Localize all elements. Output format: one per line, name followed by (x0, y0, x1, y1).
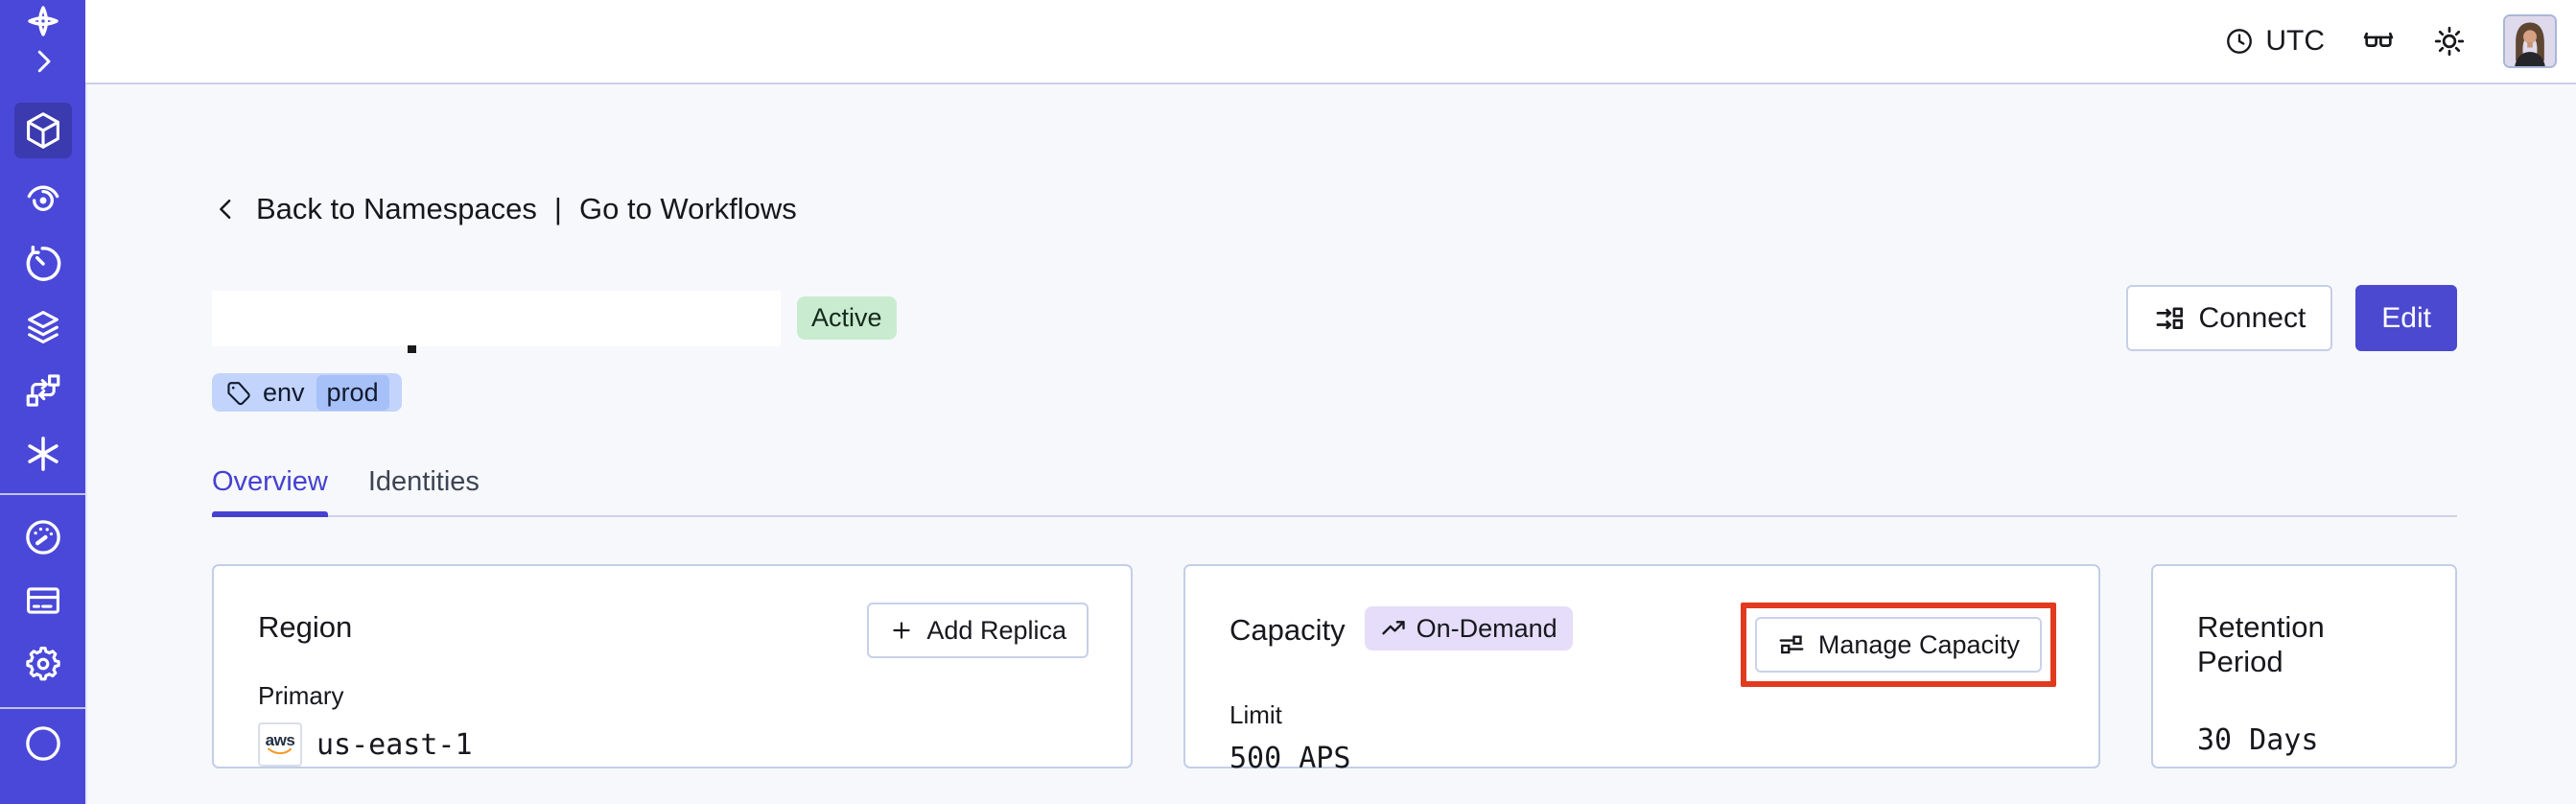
settings-gear-icon (25, 646, 60, 681)
back-to-namespaces-link[interactable]: Back to Namespaces (212, 192, 537, 226)
on-demand-label: On-Demand (1416, 613, 1557, 643)
support-circle-icon (25, 726, 60, 761)
sidebar-item-nexus[interactable] (22, 179, 64, 222)
manage-capacity-label: Manage Capacity (1817, 629, 2020, 659)
namespace-header: Active Connect Edit (212, 285, 2457, 353)
workflows-link-label: Go to Workflows (578, 192, 797, 225)
sidebar-item-settings[interactable] (22, 643, 64, 685)
namespaces-cube-icon (26, 112, 59, 149)
sidebar-item-schedules[interactable] (22, 243, 64, 285)
temporal-logo-icon[interactable] (22, 0, 64, 42)
chevron-left-icon (220, 200, 231, 219)
manage-capacity-button[interactable]: Manage Capacity (1754, 617, 2042, 673)
primary-label: Primary (258, 681, 344, 710)
nexus-spiral-icon (27, 185, 59, 211)
sidebar-item-batch-operations[interactable] (22, 369, 64, 412)
content-area: Back to Namespaces | Go to Workflows Act… (85, 84, 2576, 804)
aws-word: aws (265, 731, 295, 749)
sidebar (0, 0, 85, 804)
timezone-selector[interactable]: UTC (2224, 25, 2325, 58)
sidebar-item-namespaces[interactable] (13, 103, 72, 158)
asterisk-icon (27, 437, 59, 471)
limit-label: Limit (1229, 700, 1282, 729)
glasses-icon (2363, 32, 2394, 47)
capacity-card-title: Capacity (1229, 613, 1346, 647)
edit-button-label: Edit (2381, 301, 2431, 334)
namespace-title-redacted (212, 290, 781, 353)
region-card: Region Add Replica Primary aws (212, 564, 1133, 769)
breadcrumb-separator: | (553, 192, 562, 225)
billing-card-icon (26, 587, 59, 614)
sidebar-item-support[interactable] (22, 722, 64, 765)
retention-value: 30 Days (2197, 723, 2319, 757)
clock-icon (2227, 29, 2253, 54)
sliders-icon (1779, 635, 1804, 654)
usage-gauge-icon (25, 520, 60, 555)
main-column: UTC (85, 0, 2576, 804)
region-card-title: Region (258, 610, 353, 644)
aws-logo-icon: aws (258, 722, 302, 767)
tag-key: env (263, 377, 305, 407)
timezone-label: UTC (2265, 25, 2325, 57)
retention-card-title: Retention Period (2197, 610, 2325, 678)
user-avatar[interactable] (2503, 14, 2557, 68)
sidebar-item-usage[interactable] (22, 516, 64, 558)
sidebar-expand-chevron-icon[interactable] (22, 42, 64, 81)
trend-up-icon (1381, 621, 1405, 635)
back-link-label: Back to Namespaces (256, 192, 537, 225)
sidebar-item-deployments[interactable] (22, 306, 64, 348)
tag-icon (227, 382, 250, 406)
sidebar-divider (0, 493, 85, 495)
retention-card: Retention Period 30 Days (2151, 564, 2457, 769)
labs-toggle[interactable] (2361, 24, 2396, 59)
breadcrumb: Back to Namespaces | Go to Workflows (212, 192, 2457, 226)
connect-button-label: Connect (2198, 301, 2307, 334)
status-badge: Active (797, 296, 897, 340)
capacity-value: 500 APS (1229, 742, 1351, 775)
connect-button[interactable]: Connect (2125, 285, 2333, 351)
topbar: UTC (85, 0, 2576, 84)
namespace-tag-chip: env prod (212, 373, 402, 412)
tab-identities[interactable]: Identities (367, 466, 480, 497)
sidebar-item-services[interactable] (22, 433, 64, 475)
on-demand-badge: On-Demand (1364, 606, 1573, 650)
sun-icon (2434, 26, 2465, 57)
region-value: us-east-1 (316, 727, 473, 762)
add-replica-button[interactable]: Add Replica (867, 603, 1089, 658)
sidebar-item-billing[interactable] (22, 579, 64, 622)
tag-value: prod (316, 374, 389, 411)
tab-bar: Overview Identities (212, 466, 2457, 517)
capacity-card: Capacity On-Demand (1183, 564, 2100, 775)
edit-button[interactable]: Edit (2355, 285, 2457, 351)
connect-icon (2156, 306, 2183, 329)
redaction-artifact-dot (408, 344, 416, 353)
theme-toggle[interactable] (2432, 24, 2467, 59)
tab-overview[interactable]: Overview (212, 466, 328, 517)
layers-icon (27, 311, 59, 343)
sidebar-divider (0, 707, 85, 709)
history-clock-icon (26, 246, 60, 281)
go-to-workflows-link[interactable]: Go to Workflows (579, 192, 797, 226)
add-replica-label: Add Replica (926, 615, 1066, 645)
swap-branch-icon (26, 374, 59, 407)
action-highlight-box: Manage Capacity (1740, 603, 2056, 687)
overview-cards: Region Add Replica Primary aws (212, 564, 2457, 775)
plus-icon (893, 622, 911, 639)
